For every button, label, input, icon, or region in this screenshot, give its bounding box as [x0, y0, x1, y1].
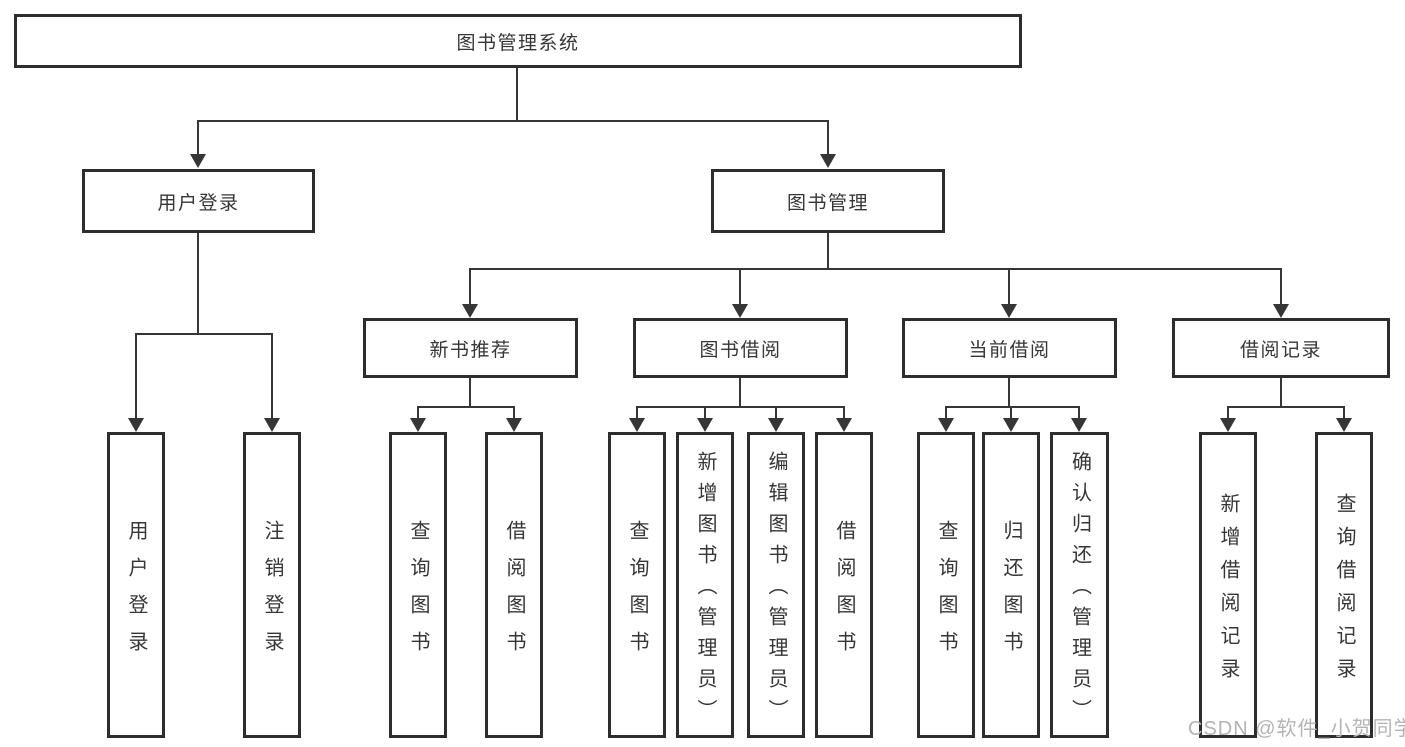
- leaf-user-login: 用户登录: [107, 432, 165, 738]
- connector-arrow-g2-leaf4: [836, 407, 852, 432]
- connector-group1-stem: [469, 378, 471, 408]
- leaf-query-books-borrow: 查询图书: [608, 432, 666, 738]
- connector-arrow-book-borrow: [732, 269, 748, 318]
- connector-arrow-leaf-logout: [264, 334, 280, 432]
- node-label: 图书管理: [786, 192, 869, 214]
- connector-arrow-book-management: [820, 121, 836, 168]
- node-user-login: 用户登录: [82, 169, 315, 233]
- leaf-label: 编辑图书（管理员）: [765, 451, 787, 730]
- node-label: 新书推荐: [429, 339, 512, 361]
- connector-arrow-g1-leaf1: [410, 407, 426, 432]
- connector-group2-stem: [739, 378, 741, 408]
- leaf-return-book: 归还图书: [982, 432, 1040, 738]
- leaf-query-books-recommend: 查询图书: [389, 432, 447, 738]
- connector-arrow-user-login: [190, 121, 206, 168]
- connector-root-crossbar: [197, 120, 829, 122]
- node-label: 用户登录: [157, 192, 240, 214]
- connector-arrow-new-book: [462, 269, 478, 318]
- leaf-label: 新增图书（管理员）: [694, 451, 716, 730]
- connector-root-stem: [516, 68, 518, 122]
- connector-user-login-stem: [197, 233, 199, 335]
- connector-group2-crossbar: [636, 406, 845, 408]
- connector-user-login-crossbar: [135, 333, 273, 335]
- leaf-edit-book-admin: 编辑图书（管理员）: [747, 432, 805, 738]
- leaf-label: 借阅图书: [503, 519, 525, 668]
- leaf-add-book-admin: 新增图书（管理员）: [676, 432, 734, 738]
- connector-arrow-leaf-user-login: [128, 334, 144, 432]
- connector-group4-stem: [1280, 378, 1282, 408]
- node-library-management-system: 图书管理系统: [14, 14, 1022, 68]
- node-label: 图书借阅: [699, 339, 782, 361]
- leaf-label: 借阅图书: [833, 519, 855, 668]
- leaf-label: 注销登录: [261, 519, 283, 668]
- connector-arrow-g2-leaf2: [697, 407, 713, 432]
- csdn-watermark: CSDN @软件_小贺同学: [1188, 718, 1405, 740]
- leaf-add-borrow-record: 新增借阅记录: [1199, 432, 1257, 738]
- connector-arrow-g4-leaf1: [1220, 407, 1236, 432]
- connector-arrow-g2-leaf3: [768, 407, 784, 432]
- leaf-borrow-books: 借阅图书: [815, 432, 873, 738]
- leaf-label: 查询图书: [935, 519, 957, 668]
- connector-arrow-g3-leaf2: [1003, 407, 1019, 432]
- leaf-label: 用户登录: [125, 519, 147, 668]
- connector-arrow-g3-leaf3: [1071, 407, 1087, 432]
- leaf-label: 查询借阅记录: [1333, 492, 1355, 691]
- node-book-management: 图书管理: [711, 169, 945, 233]
- connector-arrow-current-borrow: [1001, 269, 1017, 318]
- node-new-book-recommend: 新书推荐: [363, 318, 578, 378]
- connector-book-mgmt-stem: [827, 233, 829, 270]
- leaf-label: 查询图书: [626, 519, 648, 668]
- node-borrow-records: 借阅记录: [1172, 318, 1390, 378]
- connector-group3-crossbar: [945, 406, 1080, 408]
- connector-arrow-g1-leaf2: [506, 407, 522, 432]
- connector-group4-crossbar: [1227, 406, 1345, 408]
- leaf-label: 归还图书: [1000, 519, 1022, 668]
- leaf-label: 确认归还（管理员）: [1068, 451, 1091, 730]
- connector-group1-crossbar: [417, 406, 515, 408]
- leaf-query-borrow-record: 查询借阅记录: [1315, 432, 1373, 738]
- leaf-label: 查询图书: [407, 519, 429, 668]
- connector-arrow-borrow-records: [1273, 269, 1289, 318]
- node-label: 借阅记录: [1239, 339, 1322, 361]
- node-current-borrow: 当前借阅: [902, 318, 1117, 378]
- node-label: 当前借阅: [968, 339, 1051, 361]
- leaf-logout: 注销登录: [243, 432, 301, 738]
- connector-book-mgmt-crossbar: [469, 268, 1282, 270]
- connector-group3-stem: [1008, 378, 1010, 408]
- leaf-confirm-return-admin: 确认归还（管理员）: [1050, 432, 1109, 738]
- leaf-query-books-current: 查询图书: [917, 432, 975, 738]
- connector-arrow-g4-leaf2: [1336, 407, 1352, 432]
- leaf-borrow-books-recommend: 借阅图书: [485, 432, 543, 738]
- node-label: 图书管理系统: [456, 32, 580, 54]
- node-book-borrow: 图书借阅: [633, 318, 848, 378]
- leaf-label: 新增借阅记录: [1217, 492, 1239, 691]
- connector-arrow-g3-leaf1: [938, 407, 954, 432]
- connector-arrow-g2-leaf1: [629, 407, 645, 432]
